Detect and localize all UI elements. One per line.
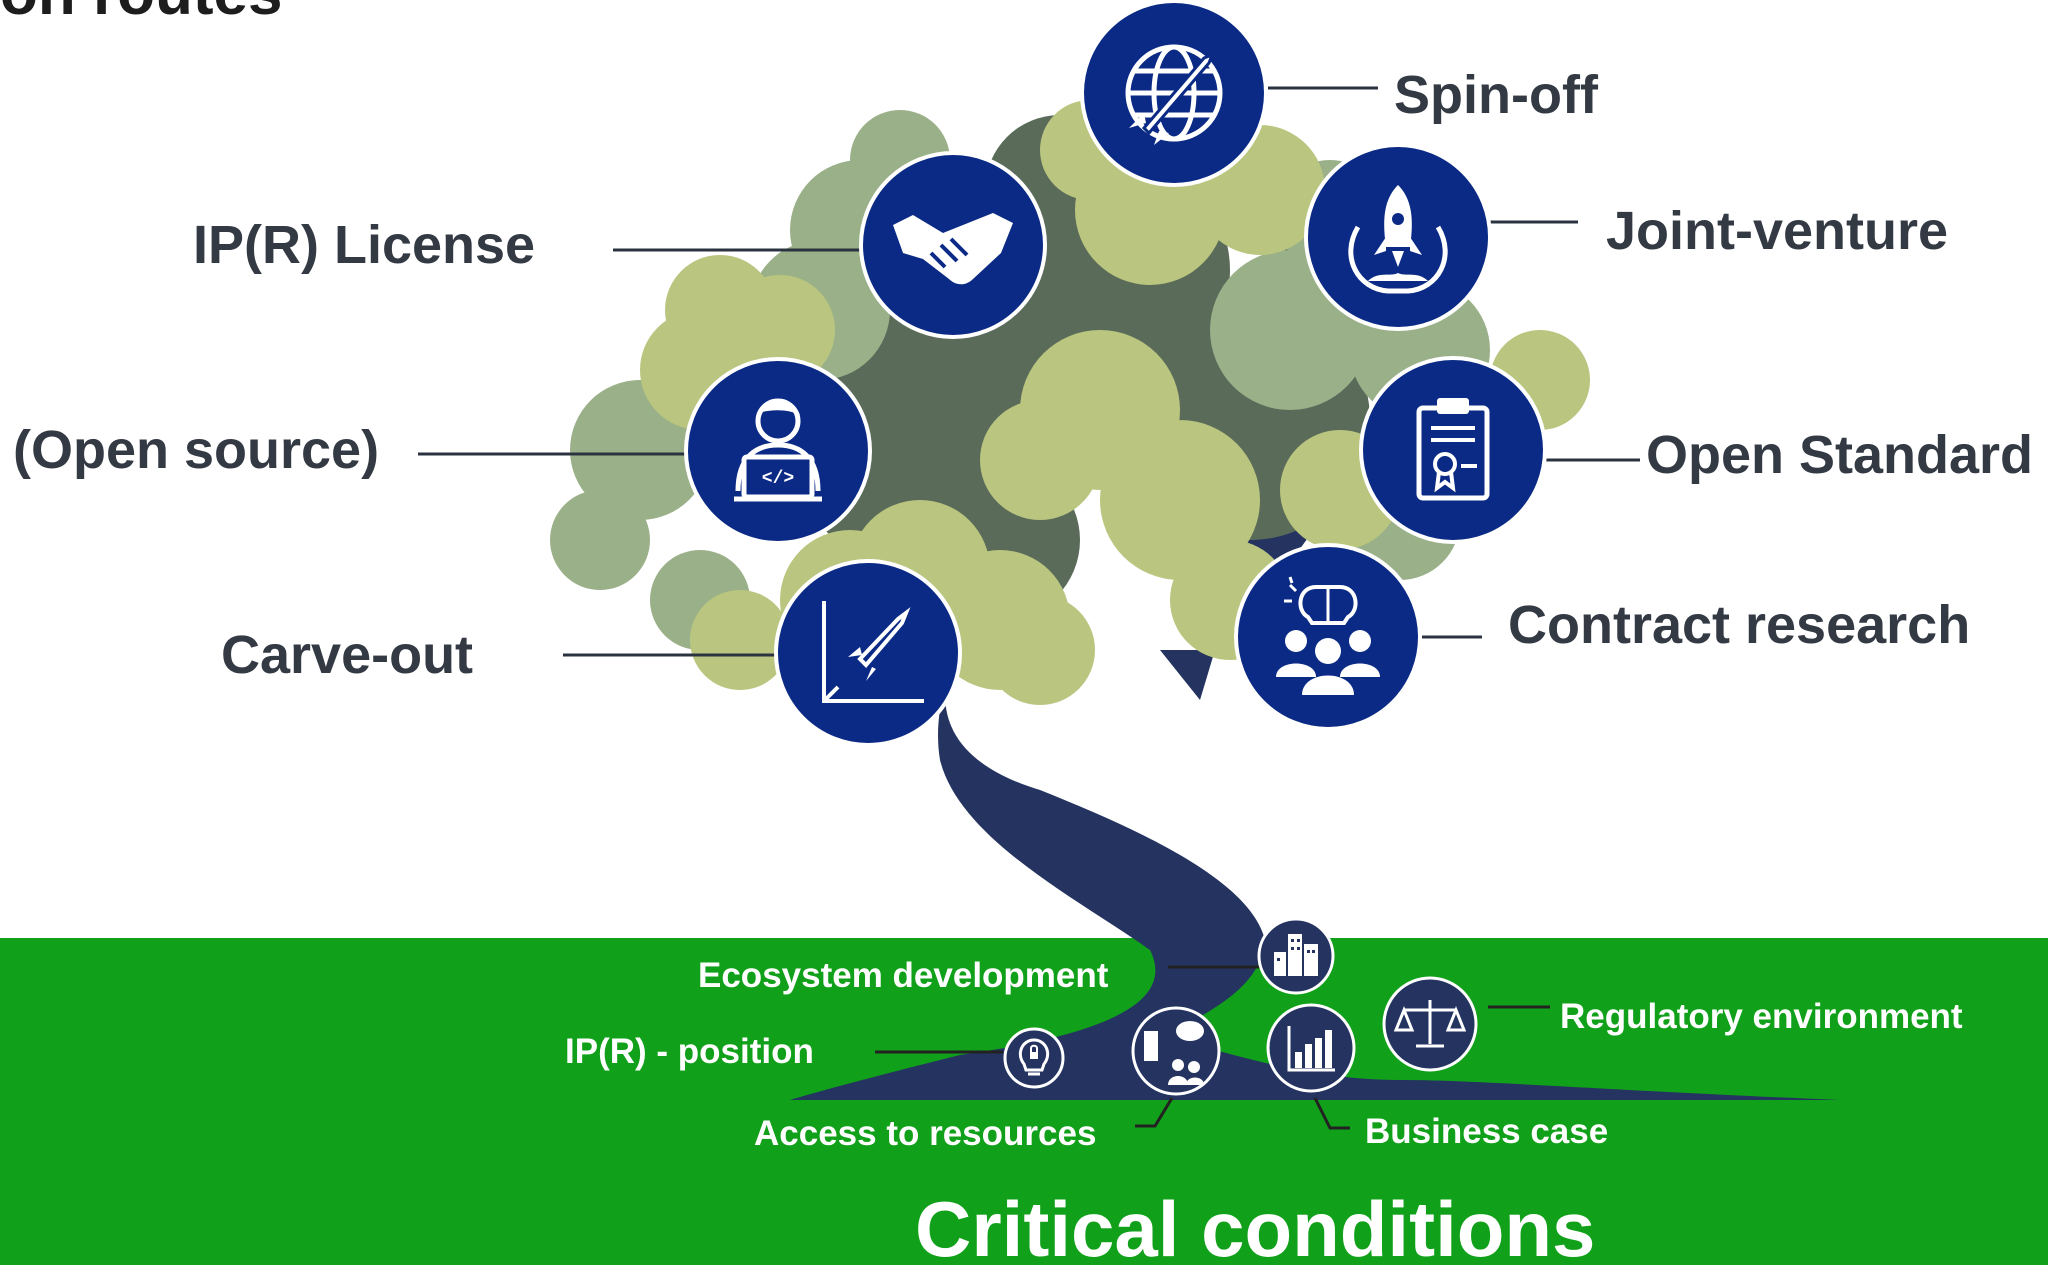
lightbulb-lock-icon xyxy=(1003,1027,1065,1089)
scales-icon xyxy=(1382,976,1478,1072)
svg-text:</>: </> xyxy=(762,469,794,489)
handshake-icon xyxy=(859,151,1047,339)
route-label-spin-off: Spin-off xyxy=(1394,65,1598,125)
developer-laptop-icon: </> xyxy=(684,357,872,545)
tree-branch xyxy=(1160,650,1215,700)
buildings-icon xyxy=(1257,917,1335,995)
condition-label-resources: Access to resources xyxy=(754,1114,1097,1153)
growth-rocket-icon xyxy=(774,559,962,747)
resources-icon xyxy=(1131,1006,1221,1096)
route-label-open-source: (Open source) xyxy=(13,420,380,480)
globe-rocket-icon xyxy=(1080,0,1268,187)
ground xyxy=(0,938,2048,1265)
condition-connectors xyxy=(875,965,1550,1130)
rocket-launch-icon xyxy=(1304,143,1492,331)
route-connectors xyxy=(418,86,1640,657)
clipboard-certificate-icon xyxy=(1359,356,1547,544)
condition-label-ecosystem: Ecosystem development xyxy=(698,956,1109,995)
route-label-open-standard: Open Standard xyxy=(1646,425,2034,485)
condition-label-business-case: Business case xyxy=(1365,1112,1609,1151)
route-label-contract-research: Contract research xyxy=(1508,595,1971,655)
route-label-joint-venture: Joint-venture xyxy=(1606,201,1949,261)
research-team-icon xyxy=(1234,543,1422,731)
bar-chart-icon xyxy=(1266,1003,1356,1093)
route-label-ipr-license: IP(R) License xyxy=(193,215,536,275)
footer-title: Critical conditions xyxy=(915,1185,1596,1273)
page-title-fragment: on routes xyxy=(0,0,282,29)
route-label-carve-out: Carve-out xyxy=(221,625,474,685)
condition-label-regulatory: Regulatory environment xyxy=(1560,997,1963,1036)
condition-label-ipr-position: IP(R) - position xyxy=(565,1032,814,1071)
